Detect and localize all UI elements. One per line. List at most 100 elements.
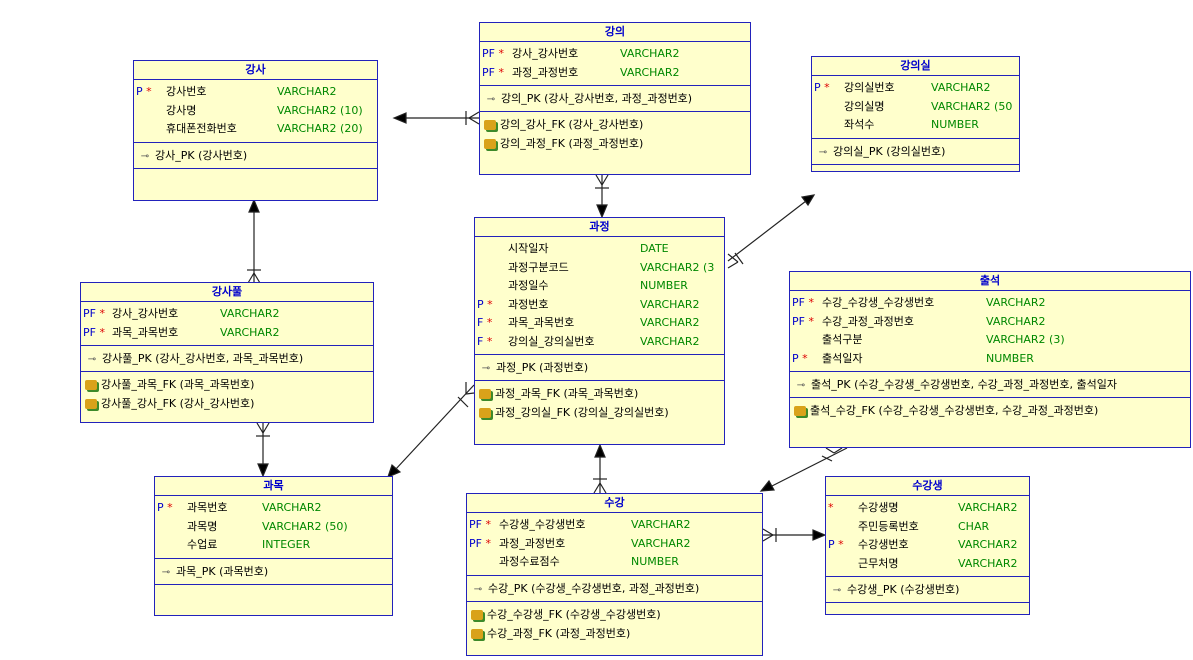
primary-key-label: 수강_PK (수강생_수강생번호, 과정_과정번호) <box>488 581 700 595</box>
key-flag: PF * <box>469 535 491 554</box>
column-type: NUMBER <box>631 555 679 568</box>
key-flag: P * <box>814 79 830 98</box>
column-name: 근무처명 <box>858 556 899 570</box>
primary-key-label: 강의_PK (강사_강사번호, 과정_과정번호) <box>501 92 693 105</box>
key-flag: PF * <box>469 516 491 535</box>
entity-keys: ⊸ 수강_PK (수강생_수강생번호, 과정_과정번호) <box>467 576 762 602</box>
primary-key-label: 강의실_PK (강의실번호) <box>833 144 946 158</box>
column-type: INTEGER <box>262 538 311 551</box>
column-type: VARCHAR2 <box>958 501 1018 514</box>
key-flag-letter: PF <box>469 536 482 550</box>
foreign-key-row: 수강_과정_FK (과정_과정번호) <box>467 624 762 643</box>
column-name: 수강생_수강생번호 <box>499 518 586 531</box>
entity-title: 강사풀 <box>81 283 373 302</box>
rel-gwajeong-gwamok <box>394 384 475 471</box>
crowfoot <box>727 253 739 263</box>
column-name: 강사명 <box>166 103 197 117</box>
mandatory-star: * <box>802 351 808 365</box>
foreign-key-icon <box>85 380 97 390</box>
arrowhead <box>596 204 608 219</box>
mandatory-star: * <box>167 501 173 514</box>
key-flag-letter: PF <box>83 325 96 339</box>
entity-keys: ⊸수강생_PK (수강생번호) <box>826 577 1029 603</box>
key-flag: PF * <box>792 294 814 313</box>
mandatory-star: * <box>828 501 834 514</box>
column-name: 과목_과목번호 <box>508 316 575 329</box>
key-flag: P * <box>477 296 493 315</box>
column-name: 과목명 <box>187 519 218 533</box>
primary-key-row: ⊸ 강사_PK (강사번호) <box>134 146 377 165</box>
column-name: 과정_과정번호 <box>499 536 566 550</box>
crowfoot <box>601 174 609 186</box>
foreign-key-icon <box>479 389 491 399</box>
foreign-key-label: 수강_과정_FK (과정_과정번호) <box>487 626 631 640</box>
crowfoot <box>762 534 774 542</box>
crowfoot <box>821 455 833 462</box>
key-icon: ⊸ <box>140 150 150 162</box>
mandatory-star: * <box>838 538 844 551</box>
key-flag: P * <box>136 83 152 102</box>
column-name: 강의실_강의실번호 <box>508 334 595 348</box>
entity-foreign-keys: 강의_강사_FK (강사_강사번호)강의_과정_FK (과정_과정번호) <box>480 112 750 156</box>
mandatory-star: * <box>486 316 493 329</box>
entity-keys: ⊸ 강의실_PK (강의실번호) <box>812 139 1019 165</box>
entity-title: 수강생 <box>826 477 1029 496</box>
key-flag-letter: PF <box>482 65 495 79</box>
key-flag-letter: PF <box>83 307 96 320</box>
column-name: 휴대폰전화번호 <box>166 122 237 135</box>
column-name: 주민등록번호 <box>858 519 919 533</box>
entity-foreign-keys: 과정_과목_FK (과목_과목번호)과정_강의실_FK (강의실_강의실번호) <box>475 381 724 425</box>
column-type: VARCHAR2 <box>262 501 322 514</box>
primary-key-label: 강사_PK (강사번호) <box>155 148 248 162</box>
primary-key-row: ⊸강사풀_PK (강사_강사번호, 과목_과목번호) <box>81 349 373 368</box>
key-icon: ⊸ <box>818 146 828 158</box>
mandatory-star: * <box>99 307 105 320</box>
foreign-key-icon <box>471 628 483 639</box>
foreign-key-label: 강사풀_과목_FK (과목_과목번호) <box>101 378 255 391</box>
crowfoot <box>256 422 264 434</box>
entity-title: 강의 <box>480 23 750 42</box>
column-type: VARCHAR2 <box>220 325 280 339</box>
key-flag-letter: F <box>477 316 484 329</box>
entity-foreign-keys: 수강_수강생_FK (수강생_수강생번호) 수강_과정_FK (과정_과정번호) <box>467 602 762 646</box>
foreign-key-label: 강사풀_강사_FK (강사_강사번호) <box>101 397 255 410</box>
entity-title: 출석 <box>790 272 1190 291</box>
entity-keys: ⊸강의_PK (강사_강사번호, 과정_과정번호) <box>480 86 750 112</box>
column-type: VARCHAR2 <box>620 47 680 60</box>
arrowhead <box>248 198 260 213</box>
foreign-key-row: 수강_수강생_FK (수강생_수강생번호) <box>467 605 762 624</box>
arrowhead <box>594 443 606 458</box>
primary-key-label: 과목_PK (과목번호) <box>176 564 269 578</box>
arrowhead <box>800 194 816 207</box>
key-icon: ⊸ <box>473 583 483 595</box>
entity-keys: ⊸ 강사_PK (강사번호) <box>134 143 377 169</box>
